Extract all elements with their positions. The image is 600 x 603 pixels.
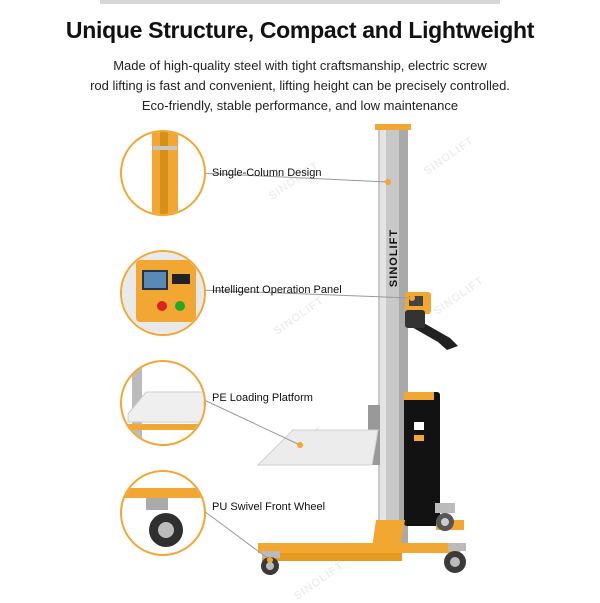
- callout-operation-panel: Intelligent Operation Panel: [212, 284, 342, 296]
- description-line-3: Eco-friendly, stable performance, and lo…: [141, 98, 459, 113]
- description-line-1: Made of high-quality steel with tight cr…: [113, 58, 487, 73]
- callout-loading-platform: PE Loading Platform: [212, 392, 313, 404]
- body-housing: [404, 392, 440, 526]
- feature-circle-panel: [120, 250, 206, 336]
- callout-front-wheel: PU Swivel Front Wheel: [212, 501, 326, 513]
- loading-platform: [256, 429, 379, 466]
- top-divider: [100, 0, 500, 4]
- page-title: Unique Structure, Compact and Lightweigh…: [65, 17, 535, 43]
- front-wheel-left: [261, 551, 280, 575]
- feature-circle-platform: [120, 360, 206, 446]
- callout-single-column: Single-Column Design: [212, 167, 322, 179]
- front-wheel-right: [444, 543, 466, 573]
- rear-wheel: [435, 503, 455, 531]
- brand-label: SINOLIFT: [388, 228, 400, 288]
- feature-circle-column: [120, 130, 206, 216]
- description-line-2: rod lifting is fast and convenient, lift…: [90, 78, 510, 93]
- feature-circle-wheel: [120, 470, 206, 556]
